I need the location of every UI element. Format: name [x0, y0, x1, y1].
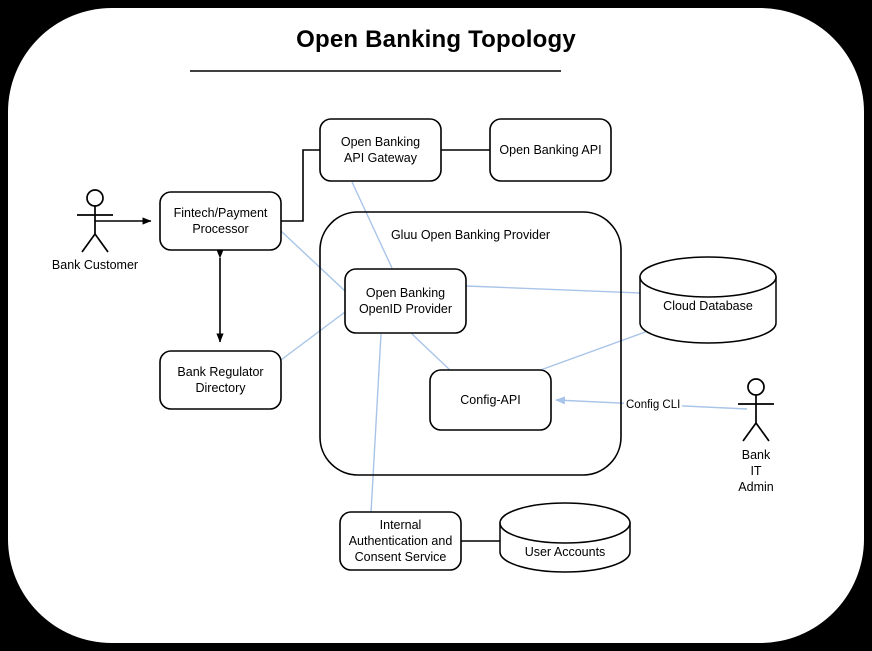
- bank-customer-label: Bank Customer: [51, 258, 139, 272]
- edge-fintech-gateway: [281, 149, 320, 222]
- edge-openid-internalauth: [370, 333, 382, 514]
- node-api-gateway[interactable]: [319, 118, 442, 182]
- bank-it-admin-label: Bank IT Admin: [738, 448, 774, 494]
- edge-fintech-openid: [280, 230, 346, 292]
- gluu-container-label: Gluu Open Banking Provider: [390, 228, 551, 242]
- primary-connectors: [95, 149, 500, 542]
- actor-bank-it-admin[interactable]: [738, 378, 774, 442]
- edge-regulator-openid: [280, 311, 346, 361]
- node-user-accounts[interactable]: [499, 502, 631, 573]
- node-cloud-database[interactable]: [639, 256, 777, 344]
- node-fintech-processor[interactable]: [159, 191, 282, 251]
- edge-openid-clouddb: [465, 285, 641, 294]
- edge-gateway-openid: [351, 181, 393, 269]
- node-config-api[interactable]: [429, 369, 552, 431]
- edge-configapi-clouddb: [534, 330, 649, 373]
- secondary-connectors: [280, 181, 748, 514]
- node-openid-provider[interactable]: [344, 268, 467, 334]
- node-internal-auth-service[interactable]: [339, 511, 462, 571]
- node-bank-regulator-directory[interactable]: [159, 350, 282, 410]
- node-open-banking-api[interactable]: [489, 118, 612, 182]
- page-title: Open Banking Topology: [296, 26, 576, 53]
- config-cli-label: Config CLI: [624, 399, 683, 411]
- gluu-provider-container[interactable]: [319, 211, 622, 476]
- actor-bank-customer[interactable]: [77, 189, 113, 253]
- edge-openid-configapi: [411, 333, 453, 373]
